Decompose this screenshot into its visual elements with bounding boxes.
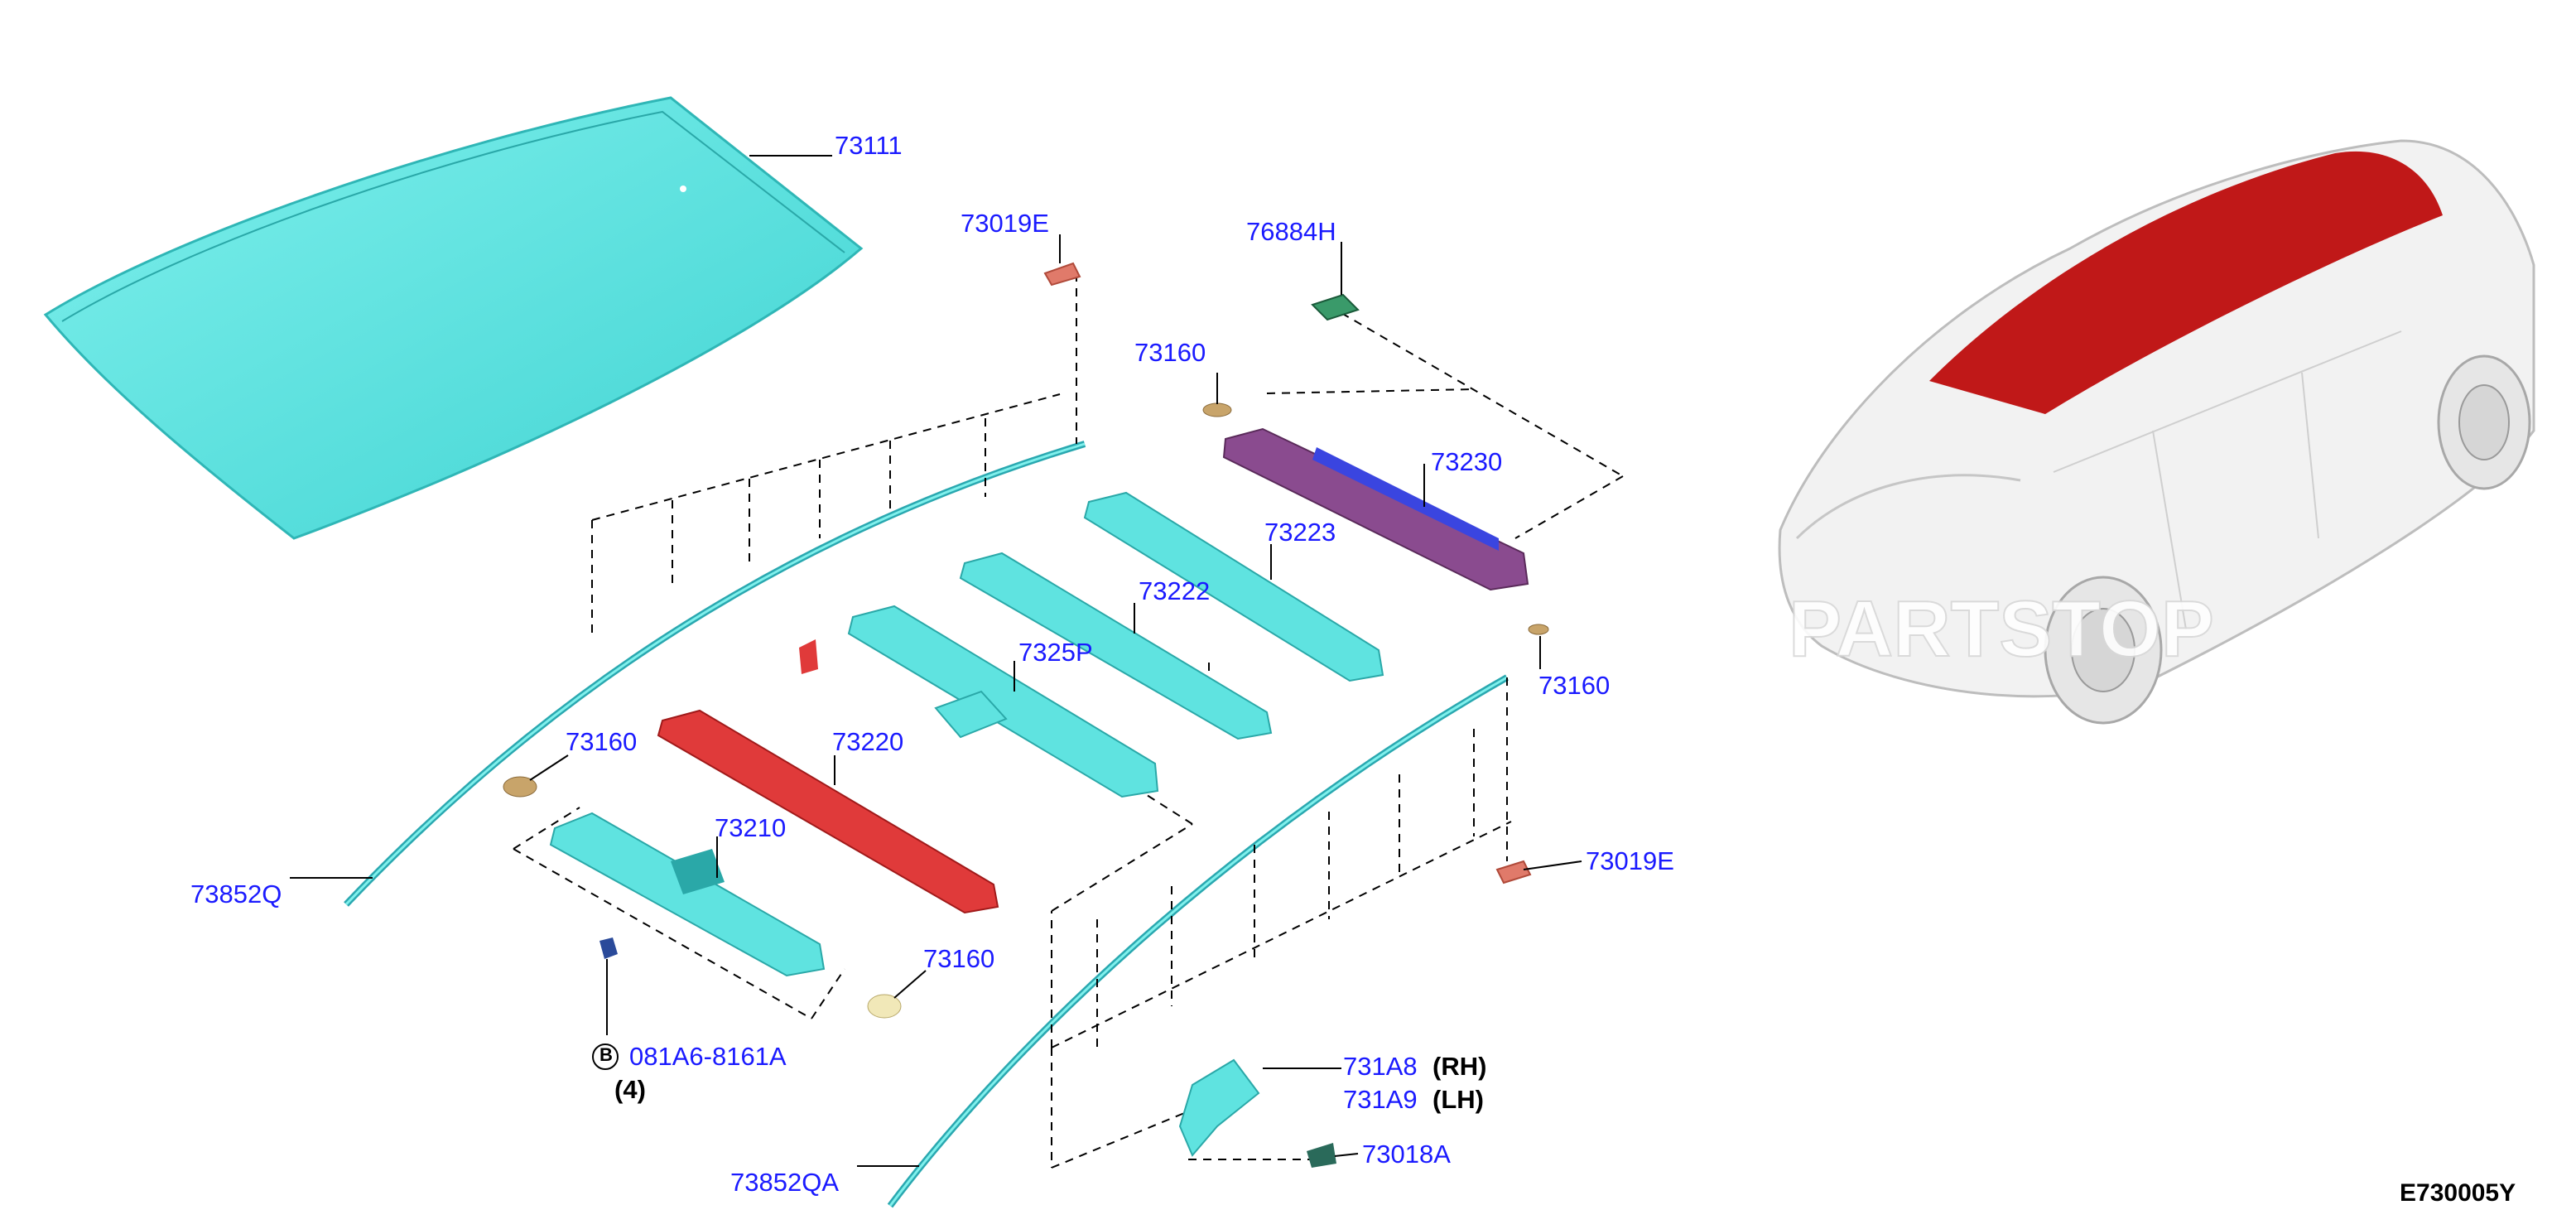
label-73160-a[interactable]: 73160	[1134, 338, 1206, 367]
bolt-quantity: (4)	[614, 1075, 646, 1104]
leader-73019e-right	[1523, 860, 1582, 870]
roof-panel[interactable]	[43, 96, 864, 540]
label-731a9[interactable]: 731A9	[1343, 1085, 1418, 1114]
bolt-081a6[interactable]	[599, 937, 618, 959]
roof-bow-73230[interactable]	[1222, 427, 1529, 591]
roof-molding-left[interactable]	[344, 441, 1086, 907]
clip-red-small[interactable]	[799, 639, 818, 674]
leader-73160-c	[893, 970, 927, 999]
label-73230[interactable]: 73230	[1431, 447, 1503, 476]
roof-bow-73223[interactable]	[1083, 491, 1384, 682]
pad-73160-c[interactable]	[867, 994, 902, 1019]
clip-73018a[interactable]	[1307, 1143, 1336, 1168]
label-73111[interactable]: 73111	[835, 131, 903, 160]
clip-73019e-right[interactable]	[1495, 860, 1532, 884]
brace-731a8-731a9[interactable]	[1178, 1058, 1260, 1157]
clip-73019e-top[interactable]	[1043, 262, 1081, 287]
pad-73160-b[interactable]	[503, 776, 537, 798]
assembly-guide-lines	[513, 273, 1624, 1169]
label-lh: (LH)	[1432, 1085, 1484, 1114]
vehicle-thumbnail	[1778, 139, 2535, 725]
label-73019e-right[interactable]: 73019E	[1586, 846, 1674, 875]
roof-bow-73210[interactable]	[549, 812, 826, 977]
label-76884h[interactable]: 76884H	[1246, 217, 1336, 246]
label-73223[interactable]: 73223	[1264, 518, 1336, 547]
roof-molding-right[interactable]	[887, 674, 1509, 1208]
label-73019e-top[interactable]: 73019E	[961, 209, 1049, 238]
diagram-code: E730005Y	[2400, 1179, 2516, 1207]
label-73160-b[interactable]: 73160	[566, 727, 638, 756]
label-73222[interactable]: 73222	[1139, 576, 1211, 605]
label-73160-d[interactable]: 73160	[1538, 671, 1611, 700]
bracket-76884h[interactable]	[1311, 293, 1360, 321]
roof-bow-73222[interactable]	[959, 552, 1273, 740]
bracket-7325p[interactable]	[847, 605, 1159, 798]
label-73018a[interactable]: 73018A	[1362, 1140, 1451, 1169]
leader-73018a	[1334, 1153, 1359, 1157]
label-731a8[interactable]: 731A8	[1343, 1052, 1418, 1081]
label-bolt[interactable]: 081A6-8161A	[629, 1042, 787, 1071]
leader-73160-b	[529, 754, 569, 781]
bolt-circle-letter: B	[599, 1044, 613, 1065]
pad-73160-d[interactable]	[1528, 624, 1549, 635]
label-73160-c[interactable]: 73160	[923, 944, 995, 973]
label-7325p[interactable]: 7325P	[1018, 638, 1093, 667]
roof-bow-73220[interactable]	[657, 709, 999, 914]
pad-73160-a[interactable]	[1202, 402, 1232, 417]
label-73210[interactable]: 73210	[715, 813, 787, 842]
label-73220[interactable]: 73220	[832, 727, 904, 756]
watermark: PARTSTOP	[1789, 585, 2214, 673]
label-73852qa[interactable]: 73852QA	[730, 1168, 839, 1197]
label-73852q[interactable]: 73852Q	[190, 880, 282, 908]
label-rh: (RH)	[1432, 1052, 1487, 1081]
bolt-circle	[592, 1043, 619, 1070]
